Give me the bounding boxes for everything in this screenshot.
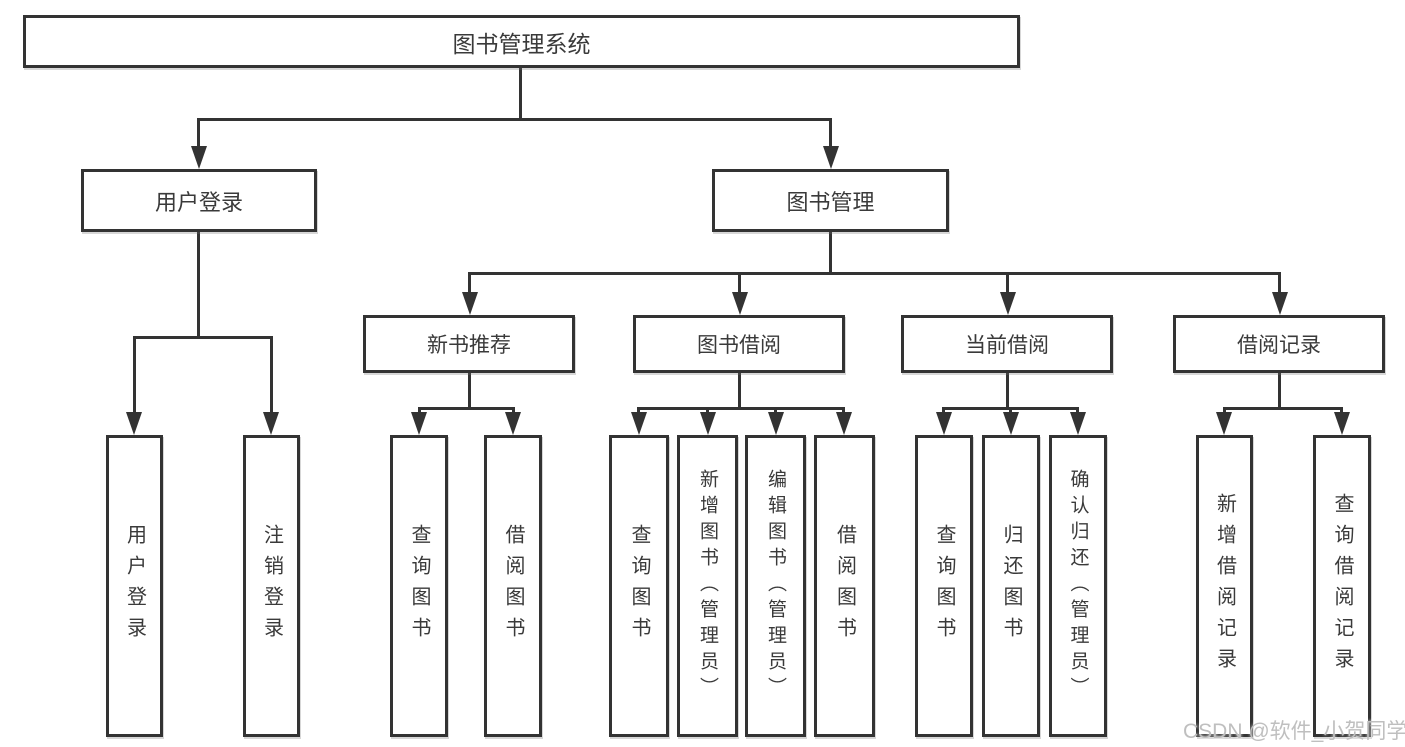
connector-line xyxy=(468,373,471,407)
arrowhead-icon xyxy=(631,412,647,435)
node-borrow-records: 借阅记录 xyxy=(1173,315,1385,373)
leaf-edit-book-admin: 编辑图书（管理员） xyxy=(745,435,806,737)
node-book-borrow-label: 图书借阅 xyxy=(697,334,781,357)
connector-line xyxy=(706,407,709,416)
arrowhead-icon xyxy=(411,412,427,435)
node-current-borrow-label: 当前借阅 xyxy=(965,334,1049,357)
leaf-add-book-admin: 新增图书（管理员） xyxy=(677,435,738,737)
leaf-add-borrow-record: 新增借阅记录 xyxy=(1196,435,1253,737)
leaf-logout: 注销登录 xyxy=(243,435,300,737)
leaf-query-books-recommend-label: 查询图书 xyxy=(408,524,430,648)
leaf-add-borrow-record-label: 新增借阅记录 xyxy=(1213,493,1236,679)
arrowhead-icon xyxy=(1334,412,1350,435)
leaf-query-borrow-record-label: 查询借阅记录 xyxy=(1331,493,1353,679)
node-current-borrow: 当前借阅 xyxy=(901,315,1113,373)
connector-line xyxy=(418,407,421,416)
connector-line xyxy=(1223,407,1226,416)
leaf-user-login: 用户登录 xyxy=(106,435,163,737)
connector-line xyxy=(270,336,273,414)
connector-line xyxy=(198,118,831,121)
node-new-book-recommend-label: 新书推荐 xyxy=(427,334,511,357)
arrowhead-icon xyxy=(191,146,207,169)
arrowhead-icon xyxy=(936,412,952,435)
watermark: CSDN @软件_小贺同学 xyxy=(1183,720,1405,743)
connector-line xyxy=(738,272,741,296)
node-borrow-records-label: 借阅记录 xyxy=(1237,334,1321,357)
connector-line xyxy=(197,118,200,149)
leaf-confirm-return-admin: 确认归还（管理员） xyxy=(1049,435,1107,737)
leaf-add-book-admin-label: 新增图书（管理员） xyxy=(697,469,718,703)
arrowhead-icon xyxy=(700,412,716,435)
node-book-management: 图书管理 xyxy=(712,169,949,232)
leaf-borrow-books-label: 借阅图书 xyxy=(833,524,856,648)
arrowhead-icon xyxy=(1000,292,1016,315)
node-book-borrow: 图书借阅 xyxy=(633,315,845,373)
connector-line xyxy=(829,118,832,149)
arrowhead-icon xyxy=(1216,412,1232,435)
connector-line xyxy=(469,272,1281,275)
arrowhead-icon xyxy=(1070,412,1086,435)
leaf-query-books-current: 查询图书 xyxy=(915,435,973,737)
connector-line xyxy=(418,407,514,410)
connector-line xyxy=(1278,373,1281,407)
arrowhead-icon xyxy=(823,146,839,169)
leaf-query-books-current-label: 查询图书 xyxy=(933,524,955,648)
arrowhead-icon xyxy=(768,412,784,435)
leaf-user-login-label: 用户登录 xyxy=(123,524,146,648)
connector-line xyxy=(637,407,640,416)
connector-line xyxy=(512,407,515,416)
connector-line xyxy=(133,336,136,414)
connector-line xyxy=(519,68,522,118)
connector-line xyxy=(1006,272,1009,296)
node-library-system: 图书管理系统 xyxy=(23,15,1020,68)
leaf-borrow-books-recommend-label: 借阅图书 xyxy=(502,524,524,648)
connector-line xyxy=(1278,272,1281,296)
leaf-query-books-borrow-label: 查询图书 xyxy=(628,524,650,648)
connector-line xyxy=(942,407,945,416)
connector-line xyxy=(842,407,845,416)
node-user-login: 用户登录 xyxy=(81,169,317,232)
connector-line xyxy=(774,407,777,416)
leaf-return-book: 归还图书 xyxy=(982,435,1040,737)
leaf-edit-book-admin-label: 编辑图书（管理员） xyxy=(765,469,786,703)
node-user-login-label: 用户登录 xyxy=(154,189,243,215)
node-book-management-label: 图书管理 xyxy=(786,189,875,215)
leaf-return-book-label: 归还图书 xyxy=(1000,524,1022,648)
arrowhead-icon xyxy=(505,412,521,435)
arrowhead-icon xyxy=(1272,292,1288,315)
leaf-query-books-borrow: 查询图书 xyxy=(609,435,669,737)
connector-line xyxy=(133,336,272,339)
connector-line xyxy=(468,272,471,296)
leaf-query-books-recommend: 查询图书 xyxy=(390,435,448,737)
connector-line xyxy=(738,373,741,407)
leaf-borrow-books-recommend: 借阅图书 xyxy=(484,435,542,737)
leaf-query-borrow-record: 查询借阅记录 xyxy=(1313,435,1371,737)
arrowhead-icon xyxy=(1003,412,1019,435)
connector-line xyxy=(639,407,845,410)
connector-line xyxy=(1076,407,1079,416)
node-new-book-recommend: 新书推荐 xyxy=(363,315,575,373)
arrowhead-icon xyxy=(836,412,852,435)
arrowhead-icon xyxy=(126,412,142,435)
connector-line xyxy=(829,232,832,272)
connector-line xyxy=(1009,407,1012,416)
arrowhead-icon xyxy=(462,292,478,315)
arrowhead-icon xyxy=(732,292,748,315)
leaf-logout-label: 注销登录 xyxy=(260,524,283,648)
connector-line xyxy=(1340,407,1343,416)
node-library-system-label: 图书管理系统 xyxy=(452,30,591,57)
connector-line xyxy=(1006,373,1009,407)
leaf-borrow-books: 借阅图书 xyxy=(814,435,875,737)
arrowhead-icon xyxy=(263,412,279,435)
connector-line xyxy=(1224,407,1342,410)
connector-line xyxy=(197,232,200,336)
leaf-confirm-return-admin-label: 确认归还（管理员） xyxy=(1067,469,1089,703)
